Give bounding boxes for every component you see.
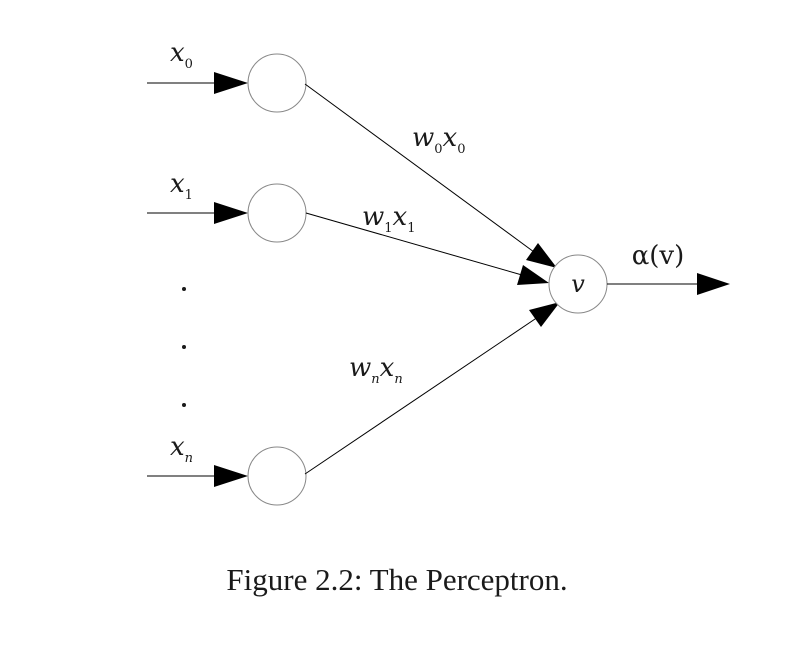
input-node-0 bbox=[247, 53, 307, 113]
edge-arrowhead-1 bbox=[517, 265, 549, 285]
input-arrowhead-0 bbox=[214, 72, 248, 94]
weight-labels: w0x0 w1x1 wnxn bbox=[349, 123, 466, 387]
input-node-n bbox=[247, 446, 307, 506]
ellipsis-dots bbox=[182, 287, 186, 407]
input-arrowhead-n bbox=[214, 465, 248, 487]
input-labels: x0 x1 xn bbox=[170, 38, 193, 466]
input-arrows bbox=[147, 72, 248, 487]
ellipsis-dot bbox=[182, 403, 186, 407]
output-label: α(v) bbox=[632, 241, 685, 271]
edge-0 bbox=[304, 83, 535, 253]
weighted-edges bbox=[304, 83, 560, 475]
ellipsis-dot bbox=[182, 287, 186, 291]
figure-caption: Figure 2.2: The Perceptron. bbox=[226, 562, 568, 597]
ellipsis-dot bbox=[182, 345, 186, 349]
edge-arrowhead-n bbox=[529, 302, 560, 327]
weight-label-n: wnxn bbox=[349, 353, 403, 387]
input-label-n: xn bbox=[170, 432, 193, 466]
weight-label-0: w0x0 bbox=[412, 123, 466, 157]
edge-1 bbox=[305, 212, 523, 276]
edge-arrowhead-0 bbox=[526, 243, 557, 268]
input-nodes bbox=[247, 53, 307, 506]
edge-n bbox=[304, 316, 539, 475]
weight-label-1: w1x1 bbox=[362, 202, 416, 236]
input-node-1 bbox=[247, 183, 307, 243]
input-label-0: x0 bbox=[170, 38, 193, 72]
input-arrowhead-1 bbox=[214, 202, 248, 224]
input-label-1: x1 bbox=[170, 169, 193, 203]
output-arrowhead bbox=[697, 273, 730, 295]
output-node-label: v bbox=[571, 270, 585, 298]
